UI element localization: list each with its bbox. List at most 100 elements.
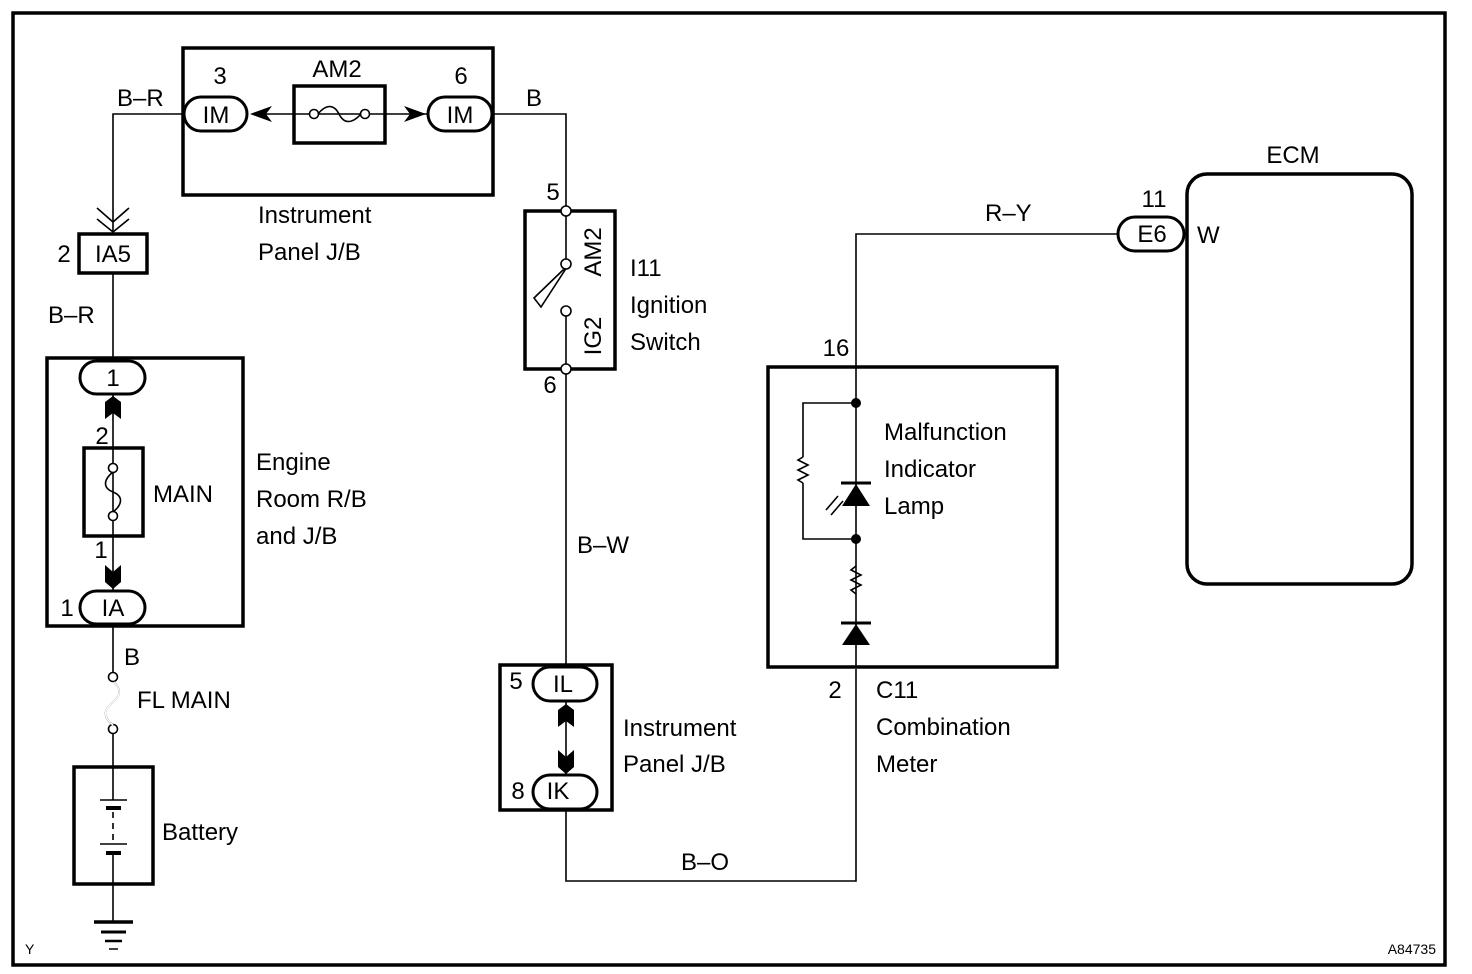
wire-label-r-y: R–Y — [985, 200, 1032, 227]
switch-terminal — [560, 305, 572, 317]
wire-label-b-bottom: B — [124, 644, 140, 671]
fuse-terminal — [308, 108, 320, 120]
ignition-label-3: Switch — [630, 329, 701, 356]
jb-top-label-1: Instrument — [258, 202, 372, 229]
ia-connector-pin: 1 — [60, 595, 73, 622]
mil-label-2: Indicator — [884, 456, 976, 483]
light-ray-icon — [830, 500, 844, 516]
wire-label-b-top: B — [526, 85, 542, 112]
wire-label-b-o: B–O — [681, 849, 729, 876]
ignition-label-2: Ignition — [630, 292, 707, 319]
resistor-icon — [849, 565, 863, 595]
wire-label-b-r-mid: B–R — [48, 302, 95, 329]
engine-room-rb: 1 2 MAIN 1 IA 1 Engine Room R/B and J/B — [45, 356, 367, 628]
connector-arrow-icon — [105, 396, 121, 419]
switch-terminal — [560, 258, 572, 270]
engine-pin-lower: 1 — [94, 537, 107, 564]
engine-room-label-2: Room R/B — [256, 486, 367, 513]
ignition-switch: 5 AM2 IG2 6 I11 Ignition Switch — [523, 179, 707, 399]
wire-label-b-r-top: B–R — [117, 85, 164, 112]
resistor-icon — [796, 456, 810, 484]
jb-bottom-label-1: Instrument — [623, 715, 737, 742]
led-icon — [842, 484, 870, 506]
il-connector-pin: 5 — [509, 668, 522, 695]
corner-mark: Y — [25, 941, 35, 957]
fuse-terminal — [359, 108, 371, 120]
meter-label-3: Meter — [876, 751, 937, 778]
fusible-link-icon-inner — [104, 681, 120, 726]
ia5-pin: 2 — [57, 241, 70, 268]
engine-top-connector — [78, 359, 147, 396]
engine-room-box — [45, 356, 245, 628]
wire-label-b-w: B–W — [577, 532, 629, 559]
wire-b-top — [492, 113, 567, 207]
engine-pin-upper: 2 — [95, 423, 108, 450]
il-connector-code: IL — [553, 671, 573, 698]
connector-chevron-icon — [96, 207, 130, 234]
main-fuse-label: MAIN — [153, 481, 213, 508]
ia-connector-code: IA — [102, 595, 125, 622]
e6-connector-code: E6 — [1137, 221, 1166, 248]
instrument-panel-jb-top: AM2 3 6 IM IM Instrument Panel J/B — [181, 46, 495, 266]
fuse-terminal — [107, 723, 119, 735]
ignition-pin-top: 5 — [546, 179, 559, 206]
combination-meter-box — [766, 365, 1059, 669]
switch-terminal — [560, 205, 572, 217]
wire-b-o — [565, 669, 857, 882]
im-right-pin: 6 — [454, 63, 467, 90]
fuse-terminal — [107, 510, 119, 522]
diode-icon — [842, 624, 870, 645]
switch-lever-icon — [532, 269, 567, 309]
e6-connector-pin: 11 — [1142, 186, 1167, 213]
ecm-terminal-w: W — [1197, 222, 1220, 249]
engine-room-label-3: and J/B — [256, 523, 337, 550]
ecm: ECM E6 11 W — [1116, 142, 1414, 586]
im-right-code: IM — [447, 102, 474, 129]
connector-arrow-icon — [105, 565, 121, 589]
connector-arrow-icon — [558, 704, 574, 727]
diagram-frame — [11, 11, 1447, 967]
ik-connector-pin: 8 — [511, 778, 524, 805]
ia5-code: IA5 — [95, 241, 131, 268]
connector-arrow-icon — [558, 750, 574, 774]
jb-top-box — [181, 46, 495, 197]
ground-icon — [94, 920, 133, 950]
fuse-icon — [104, 471, 122, 513]
e6-connector — [1116, 215, 1186, 253]
ia5-connector: IA5 2 — [57, 232, 149, 275]
mil-label-3: Lamp — [884, 493, 944, 520]
am2-fuse-label: AM2 — [312, 56, 361, 83]
light-ray-icon — [825, 495, 839, 511]
ik-connector — [531, 773, 599, 811]
fl-main-fusible-link: FL MAIN — [104, 671, 231, 735]
meter-pin-top: 16 — [823, 335, 850, 362]
bypass-wire — [802, 483, 856, 540]
jb-top-label-2: Panel J/B — [258, 239, 361, 266]
battery-label: Battery — [162, 819, 238, 846]
fl-main-label: FL MAIN — [137, 687, 231, 714]
ecm-box — [1185, 172, 1414, 586]
main-fuse-box — [82, 446, 145, 538]
fuse-terminal — [107, 462, 119, 474]
engine-room-label-1: Engine — [256, 449, 331, 476]
ia-connector — [78, 589, 147, 626]
battery: Battery — [72, 765, 238, 886]
instrument-panel-jb-bottom: IL 5 IK 8 Instrument Panel J/B — [498, 663, 737, 812]
ignition-terminal-ig2: IG2 — [580, 317, 607, 356]
combination-meter: 16 2 Malfunction Indicator Lamp C11 Comb… — [766, 335, 1059, 778]
jb-bottom-label-2: Panel J/B — [623, 751, 726, 778]
connector-arrow-icon — [250, 106, 272, 122]
meter-pin-bottom: 2 — [828, 677, 841, 704]
im-left-code: IM — [203, 102, 230, 129]
ik-connector-code: IK — [547, 778, 570, 805]
ignition-terminal-am2: AM2 — [580, 227, 607, 276]
figure-id: A84735 — [1388, 941, 1436, 957]
engine-top-connector-code: 1 — [106, 365, 119, 392]
wire-r-y — [855, 233, 1118, 367]
ecm-label: ECM — [1266, 142, 1319, 169]
il-connector — [531, 665, 599, 703]
ignition-label-1: I11 — [630, 255, 662, 282]
switch-terminal — [560, 363, 572, 375]
meter-label-1: C11 — [876, 677, 918, 704]
